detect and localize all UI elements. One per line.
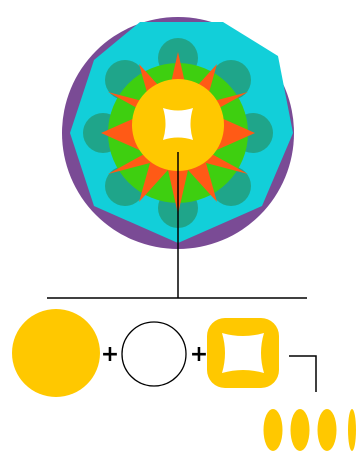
ellipse-row-shape (264, 409, 356, 451)
outline-circle-shape (122, 322, 186, 386)
white-concave-square (163, 108, 193, 140)
elbow-connector (289, 356, 316, 392)
plus-sign-2: + (190, 342, 208, 367)
yellow-disk-shape (12, 309, 100, 397)
rounded-square-frame-shape (207, 318, 279, 388)
plus-sign-1: + (101, 342, 119, 367)
